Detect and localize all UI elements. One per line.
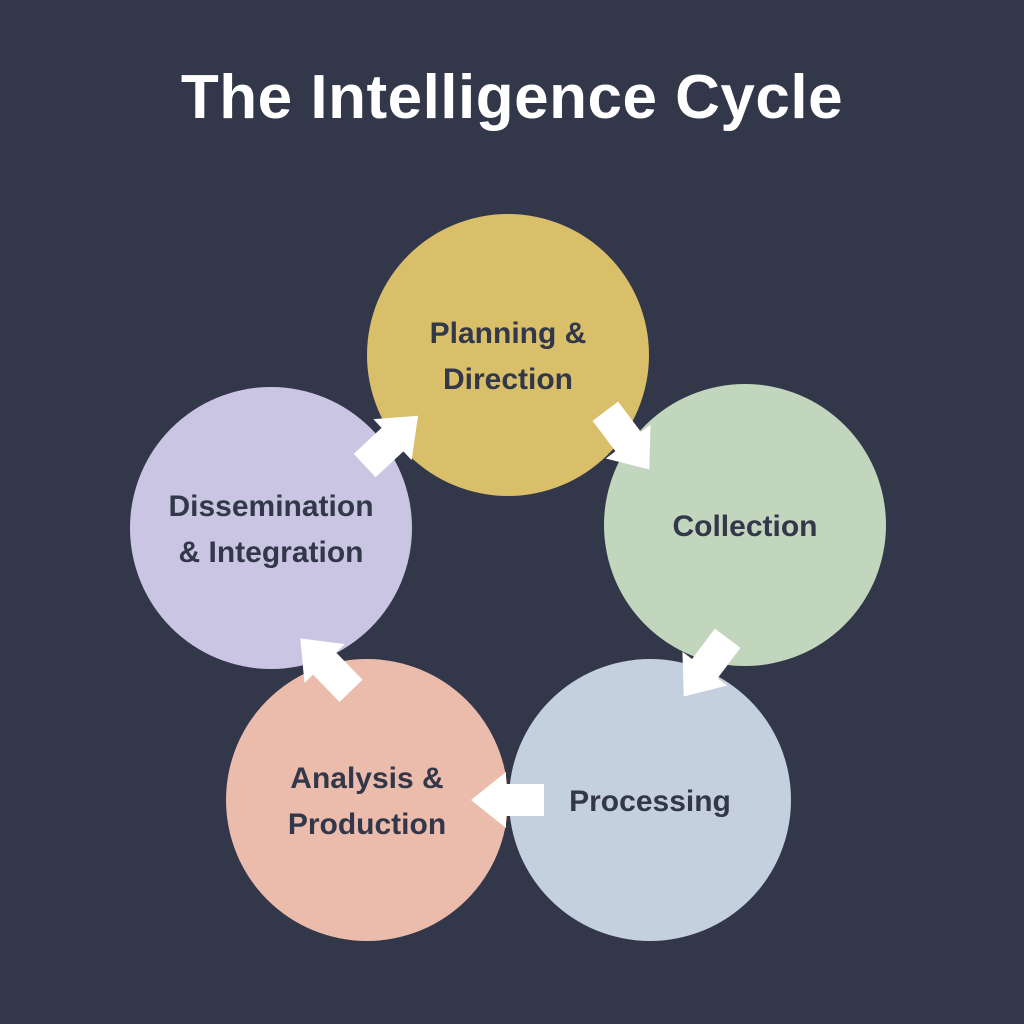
stage-circle-collection xyxy=(604,384,886,666)
stage-circle-analysis-production xyxy=(226,659,508,941)
stage-label-analysis-production: Production xyxy=(288,808,446,841)
stage-circle-dissemination-integration xyxy=(130,387,412,669)
stage-label-planning-direction: Planning & xyxy=(430,317,587,350)
stage-circle-processing xyxy=(509,659,791,941)
stage-label-collection: Collection xyxy=(672,510,817,543)
stage-label-dissemination-integration: & Integration xyxy=(179,536,364,569)
stage-circle-planning-direction xyxy=(367,214,649,496)
cycle-arrow-icon xyxy=(592,401,651,470)
stage-label-planning-direction: Direction xyxy=(443,363,573,396)
stage-label-dissemination-integration: Dissemination xyxy=(168,490,373,523)
cycle-arrow-icon xyxy=(471,772,544,828)
cycle-arrow-icon xyxy=(300,638,363,703)
cycle-arrow-icon xyxy=(353,415,419,478)
stage-label-processing: Processing xyxy=(569,785,731,818)
stage-label-analysis-production: Analysis & xyxy=(290,762,443,795)
diagram-title: The Intelligence Cycle xyxy=(180,63,844,132)
cycle-arrow-icon xyxy=(682,628,741,697)
